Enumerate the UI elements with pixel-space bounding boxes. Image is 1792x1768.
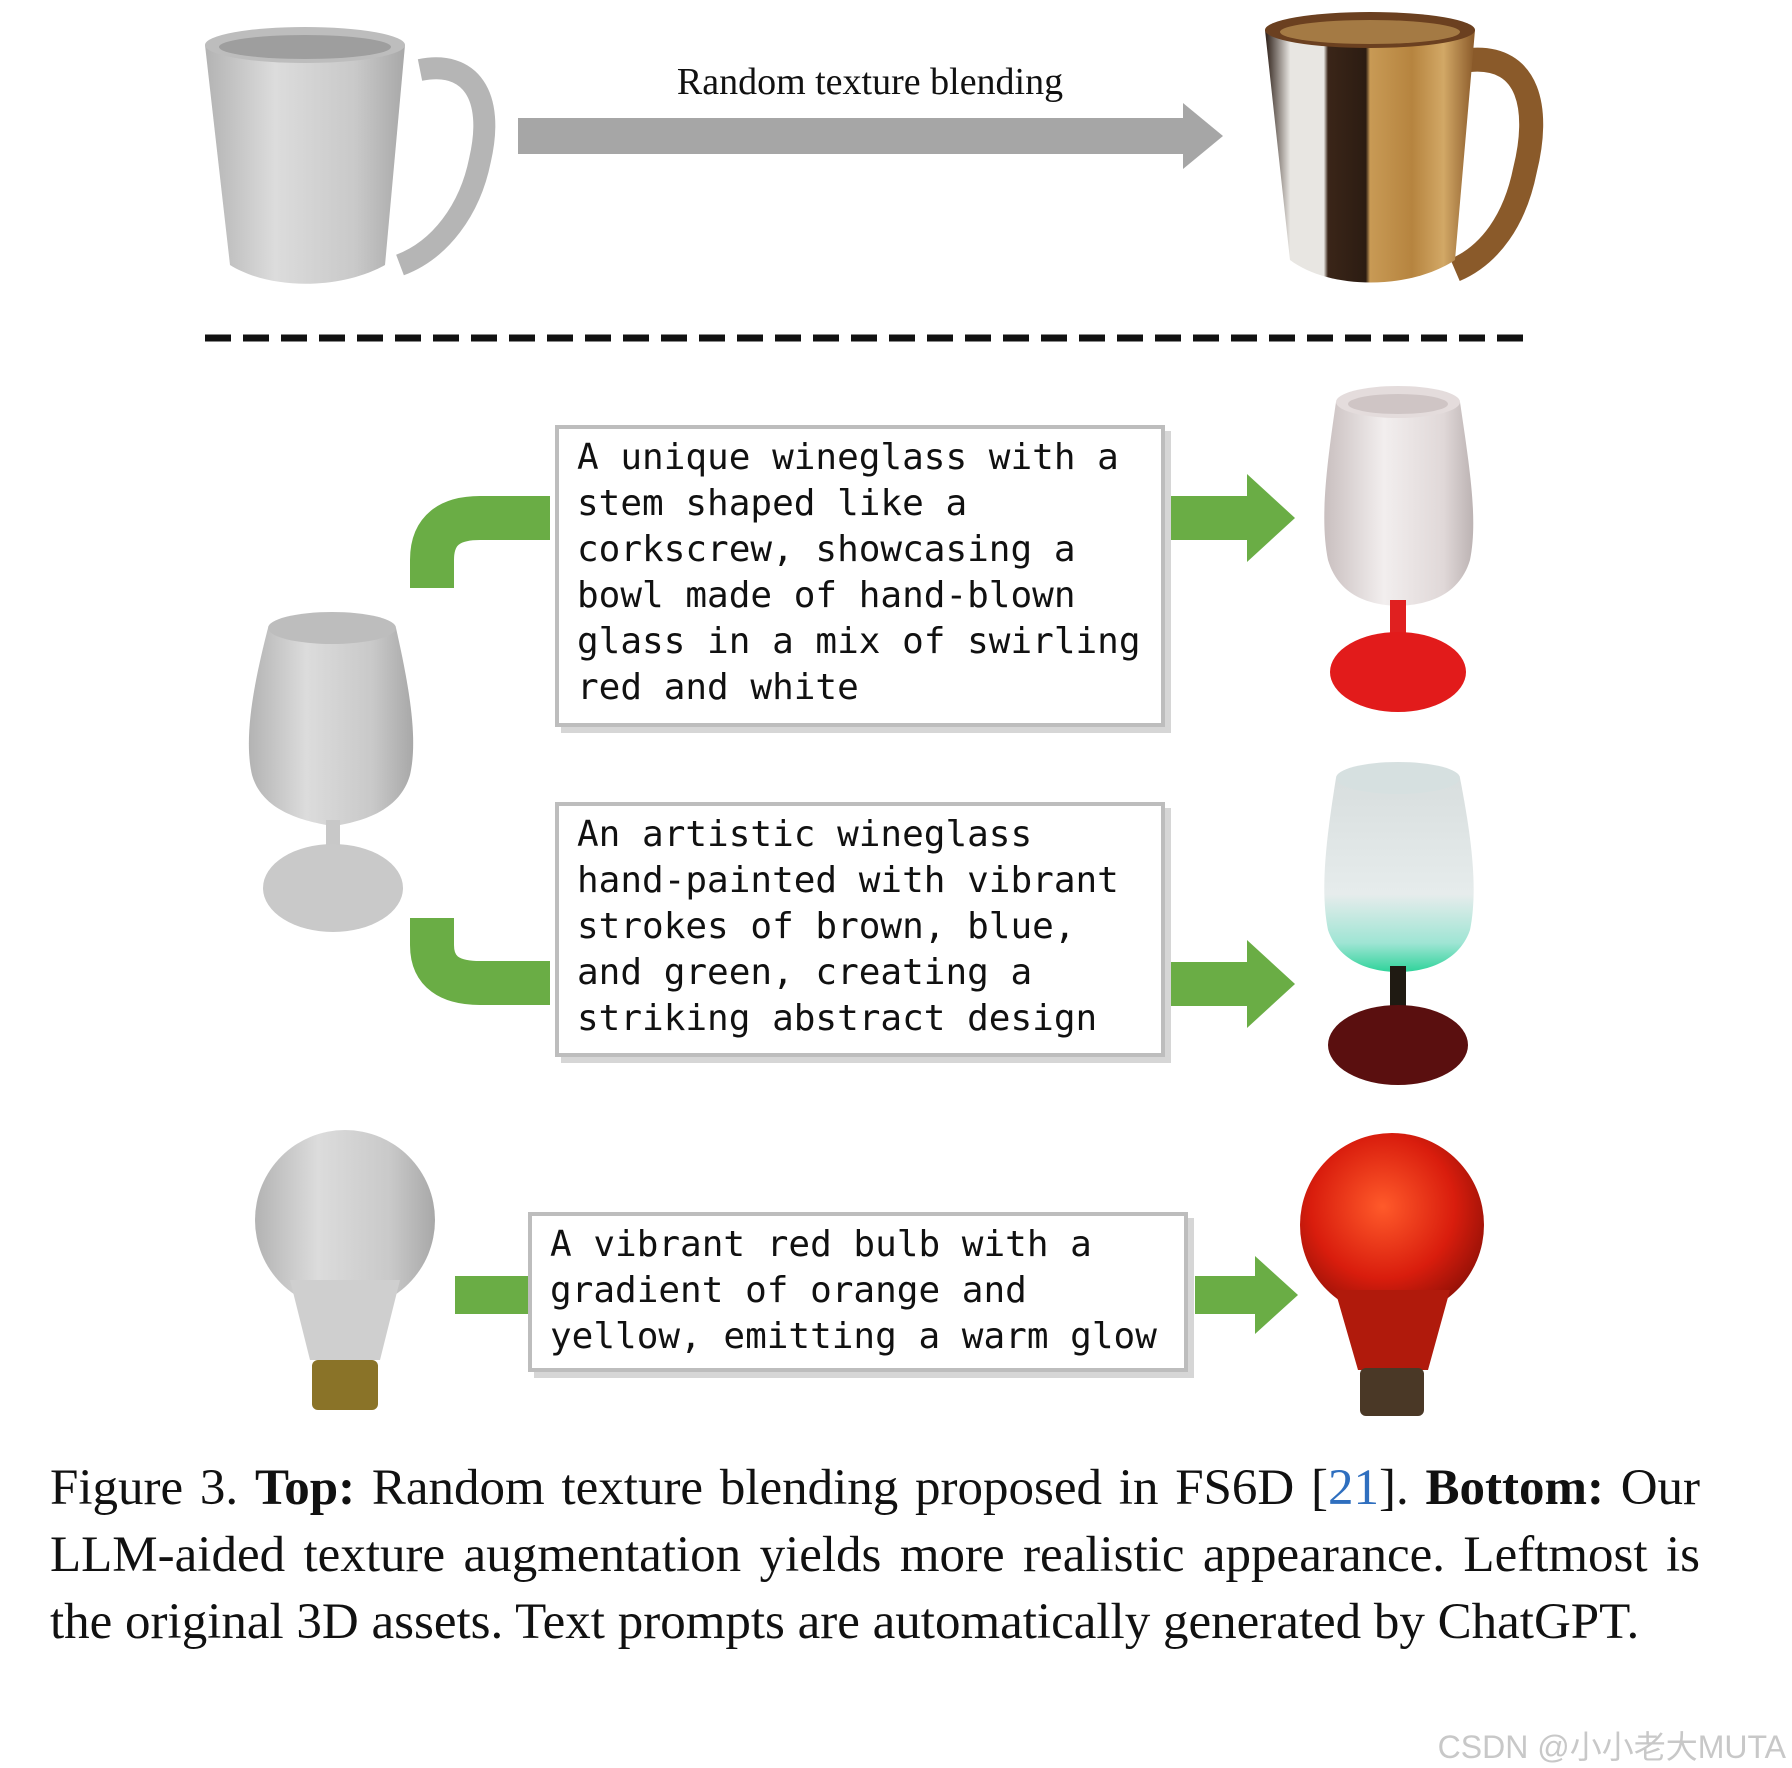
red-bulb-result — [1300, 1133, 1484, 1416]
caption-top-text: Random texture blending proposed in FS6D… — [371, 1460, 1328, 1516]
prompt-box-wineglass-1: A unique wineglass with a stem shaped li… — [555, 425, 1165, 727]
random-texture-label: Random texture blending — [676, 61, 1064, 103]
caption-bottom-label: Bottom: — [1425, 1460, 1604, 1516]
green-curve-arrow-upper — [410, 496, 550, 588]
caption-top-label: Top: — [254, 1460, 356, 1516]
textured-mug-result — [1265, 12, 1544, 283]
gray-mug-asset — [205, 27, 496, 284]
random-texture-arrow — [518, 103, 1223, 169]
green-arrow-bulb-output — [1195, 1256, 1298, 1334]
gray-wineglass-asset — [248, 612, 414, 932]
caption-bottom-text: Our LLM-aided texture augmentation yield… — [50, 1460, 1701, 1650]
figure-caption: Figure 3. Top: Random texture blending p… — [50, 1455, 1700, 1656]
caption-citation-link[interactable]: 21 — [1328, 1460, 1379, 1516]
green-arrow-result-1 — [1167, 474, 1295, 562]
watermark: CSDN @小小老大MUTA — [1437, 1729, 1786, 1765]
green-arrow-result-2 — [1167, 940, 1295, 1028]
caption-figure-label: Figure 3. — [50, 1460, 239, 1516]
prompt-box-wineglass-2: An artistic wineglass hand-painted with … — [555, 802, 1165, 1057]
caption-top-text-end: ]. — [1379, 1460, 1409, 1516]
prompt-box-bulb: A vibrant red bulb with a gradient of or… — [528, 1212, 1188, 1372]
green-arrow-bulb-input — [455, 1276, 533, 1314]
green-curve-arrow-lower — [410, 918, 550, 1005]
gray-bulb-asset — [255, 1130, 435, 1410]
green-wineglass-result — [1324, 762, 1474, 1085]
red-white-wineglass-result — [1324, 386, 1474, 712]
